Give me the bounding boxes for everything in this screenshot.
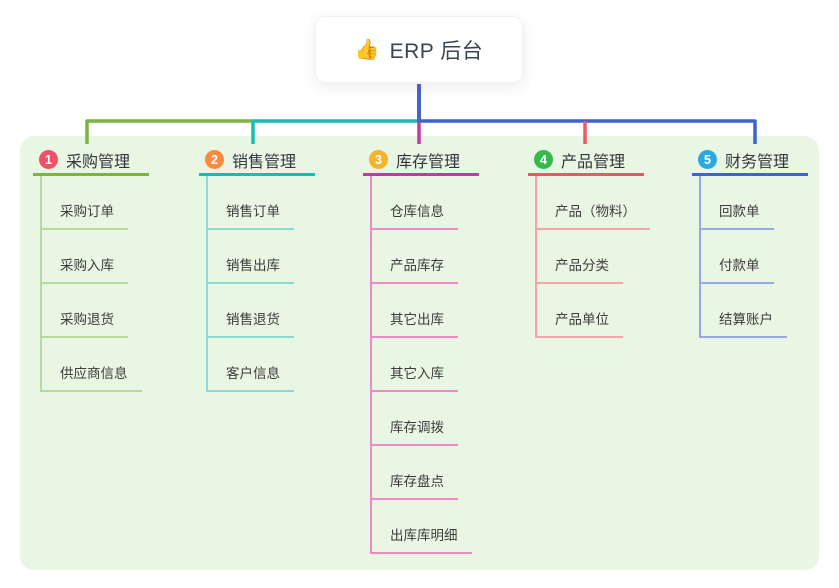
branch-number-badge: 1 xyxy=(39,150,58,169)
child-node[interactable]: 仓库信息 xyxy=(372,176,458,230)
child-node[interactable]: 采购退货 xyxy=(42,284,128,338)
branch5-connector xyxy=(418,119,757,144)
child-node[interactable]: 出库库明细 xyxy=(372,500,472,554)
branch-title: 库存管理 xyxy=(396,153,461,171)
branch-title: 财务管理 xyxy=(725,153,790,171)
child-node[interactable]: 采购订单 xyxy=(42,176,128,230)
child-node[interactable]: 销售订单 xyxy=(208,176,294,230)
branch-children: 仓库信息产品库存其它出库其它入库库存调拨库存盘点出库库明细 xyxy=(370,176,472,554)
child-node[interactable]: 采购入库 xyxy=(42,230,128,284)
root-node[interactable]: 👍 ERP 后台 xyxy=(315,16,523,83)
branch-inventory: 3 库存管理 仓库信息产品库存其它出库其它入库库存调拨库存盘点出库库明细 xyxy=(363,146,479,554)
branch-sales: 2 销售管理 销售订单销售出库销售退货客户信息 xyxy=(199,146,315,392)
child-node[interactable]: 结算账户 xyxy=(701,284,787,338)
branch-finance: 5 财务管理 回款单付款单结算账户 xyxy=(692,146,808,338)
branch-header[interactable]: 1 采购管理 xyxy=(33,146,149,176)
branch-children: 产品（物料）产品分类产品单位 xyxy=(535,176,650,338)
branch-children: 销售订单销售出库销售退货客户信息 xyxy=(206,176,294,392)
child-node[interactable]: 其它出库 xyxy=(372,284,458,338)
child-node[interactable]: 产品单位 xyxy=(537,284,623,338)
child-node[interactable]: 库存盘点 xyxy=(372,446,458,500)
branch-purchase: 1 采购管理 采购订单采购入库采购退货供应商信息 xyxy=(33,146,149,392)
branch-number-badge: 2 xyxy=(205,150,224,169)
child-node[interactable]: 销售退货 xyxy=(208,284,294,338)
child-node[interactable]: 客户信息 xyxy=(208,338,294,392)
thumbs-up-icon: 👍 xyxy=(354,38,380,61)
branch-number-badge: 5 xyxy=(698,150,717,169)
branch1-connector xyxy=(85,119,253,144)
branch2-connector xyxy=(251,119,420,144)
branches-panel xyxy=(20,136,819,570)
child-node[interactable]: 其它入库 xyxy=(372,338,458,392)
branch-number-badge: 4 xyxy=(534,150,553,169)
branch-product: 4 产品管理 产品（物料）产品分类产品单位 xyxy=(528,146,650,338)
branch-title: 销售管理 xyxy=(232,153,297,171)
branch-title: 采购管理 xyxy=(66,153,131,171)
root-node-label: ERP 后台 xyxy=(389,39,484,63)
branch-header[interactable]: 4 产品管理 xyxy=(528,146,644,176)
child-node[interactable]: 库存调拨 xyxy=(372,392,458,446)
child-node[interactable]: 产品（物料） xyxy=(537,176,650,230)
branch-header[interactable]: 5 财务管理 xyxy=(692,146,808,176)
child-node[interactable]: 销售出库 xyxy=(208,230,294,284)
child-node[interactable]: 供应商信息 xyxy=(42,338,142,392)
child-node[interactable]: 回款单 xyxy=(701,176,774,230)
branch-children: 采购订单采购入库采购退货供应商信息 xyxy=(40,176,142,392)
child-node[interactable]: 产品分类 xyxy=(537,230,623,284)
branch-header[interactable]: 3 库存管理 xyxy=(363,146,479,176)
child-node[interactable]: 产品库存 xyxy=(372,230,458,284)
branch-number-badge: 3 xyxy=(369,150,388,169)
branch-title: 产品管理 xyxy=(561,153,626,171)
branch-children: 回款单付款单结算账户 xyxy=(699,176,787,338)
child-node[interactable]: 付款单 xyxy=(701,230,774,284)
branch-header[interactable]: 2 销售管理 xyxy=(199,146,315,176)
